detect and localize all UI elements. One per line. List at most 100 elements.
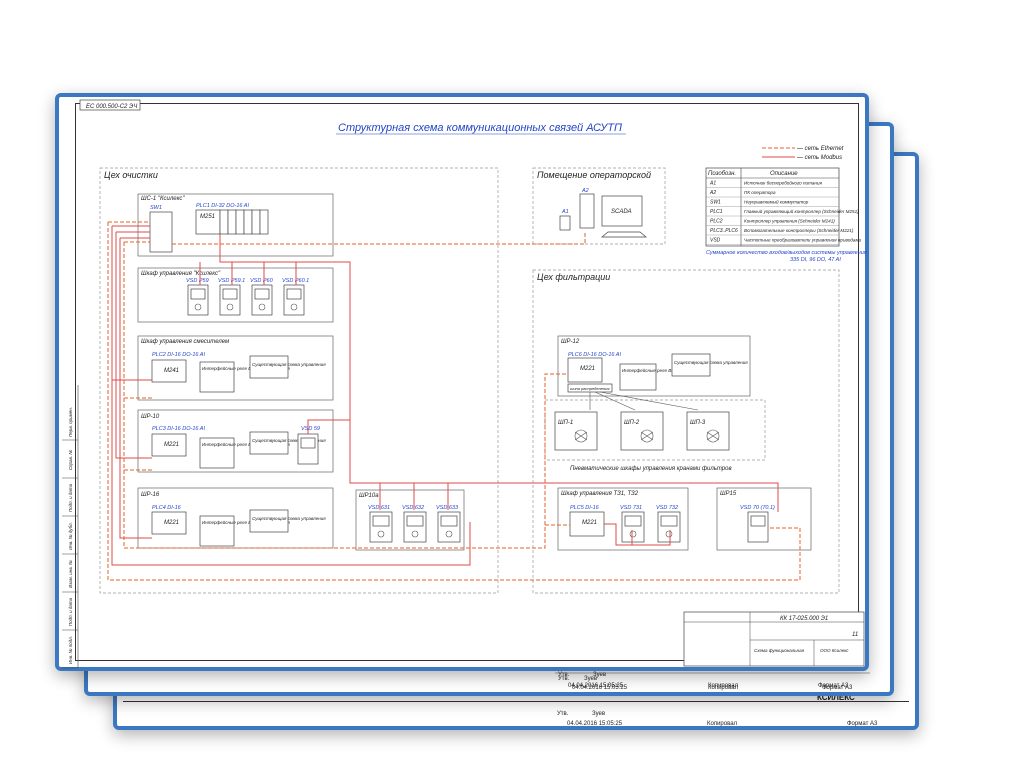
plc6-module (567, 357, 603, 383)
plc3-label: PLC3 DI-16 DO-16 AI (152, 426, 205, 432)
valve-cross (706, 431, 720, 441)
a2-label: A2 (581, 188, 589, 194)
side-label: Справ. № (68, 450, 73, 471)
vsd-last-display (750, 515, 766, 527)
vsd-label: VSD 731 (620, 505, 642, 511)
vsd-knob-icon (445, 530, 453, 538)
sheet-back-format: Формат А3 (847, 721, 878, 727)
modbus-network (111, 225, 779, 566)
vsd-last-label: VSD 70 (70.1) (740, 505, 775, 511)
title-block-bottom-row: Утв. Зуев 04.04.2016 15:05:25 Копировал … (555, 672, 870, 691)
m221-label-plc3: M221 (164, 442, 179, 448)
side-label: Перв. примен. (68, 407, 73, 437)
sheet-back-stamp-row (123, 701, 909, 720)
cabinet-shr16-label: ШР-16 (141, 492, 160, 498)
vsd-display (286, 288, 302, 300)
table-cell-pos: PLC2 (710, 219, 723, 225)
code-box (79, 99, 141, 111)
stamp-code: КК 17-025.000 Э1 (780, 616, 828, 622)
shr16-power-block (249, 509, 289, 533)
shr10-power-block (249, 431, 289, 455)
vsd-display (660, 515, 678, 527)
mixer-power-block (249, 355, 289, 379)
area-filtration-label: Цех фильтрации (537, 272, 610, 282)
table-cell-desc: Частотные преобразователи управления при… (744, 238, 862, 243)
cabinet-shr12-label: ШР-12 (561, 339, 580, 345)
mixer-power-text: Существующая схема управления (252, 362, 326, 367)
title-block-frame (683, 611, 865, 667)
cabinet-shr15-label: ШР15 (720, 491, 737, 497)
sheet-middle-date: 04.04.2016 15:05:25 (568, 683, 624, 689)
monitor-icon (601, 195, 643, 227)
plc1-label: PLC1 DI-32 DO-16 AI (196, 203, 249, 209)
table-header-desc: Описание (770, 171, 798, 177)
vsd-label: VSD P59 (186, 278, 209, 284)
table-cell-desc: Неуправляемый коммутатор (744, 199, 809, 205)
io-module-3 (235, 209, 245, 235)
sheet-back-utv: Утв. (557, 711, 569, 717)
area-filtration-outline (532, 269, 840, 594)
table-cell-desc: Главный управляющий контроллер (Schneide… (744, 208, 859, 214)
valve-cross (574, 431, 588, 441)
pneumo-cabinet (554, 411, 598, 451)
sheet-middle-person: Зуев (593, 672, 607, 678)
plc1-module (195, 209, 221, 235)
pneumo-links (589, 391, 699, 411)
table-cell-desc: Контроллер управления (Schneider M241) (744, 219, 835, 224)
vsd-label: VSD 633 (436, 505, 459, 511)
vsd-label: VSD 632 (402, 505, 424, 511)
m241-label: M241 (164, 368, 179, 374)
a1-label: A1 (561, 209, 569, 215)
side-label: Взам. инв. № (68, 560, 73, 588)
valve-icon (640, 429, 654, 443)
shr10-interface-block (199, 437, 235, 469)
summary-line-2: 335 DI, 96 DO, 47 AI (790, 257, 841, 263)
plc4-module (151, 511, 187, 535)
shr12-interface-text: Интерфейсные реле Выхода управления (622, 367, 710, 373)
area-operator-outline (532, 167, 666, 245)
shr12-power-text: Существующая схема управления (674, 360, 748, 365)
vsd-knob-icon (411, 530, 419, 538)
switch-sw1 (149, 211, 173, 253)
valve-icon (706, 429, 720, 443)
vsd59-label: VSD 59 (301, 426, 320, 432)
hub-label: шина распределения (570, 386, 610, 391)
plc5-label: PLC5 DI-16 (570, 505, 600, 511)
shr16-interface-block (199, 515, 235, 547)
vsd-display (440, 515, 458, 527)
table-cell-pos: PLC1 (710, 209, 723, 215)
plc5-module (569, 511, 605, 537)
m221-label-plc6: M221 (580, 366, 595, 372)
summary-line-1: Суммарное количество входов/выходов сист… (706, 250, 867, 256)
sheet-back-company: КСИЛЕКС (817, 693, 855, 702)
cabinet-tz-label: Шкаф управления ТЗ1, ТЗ2 (561, 491, 639, 497)
valve-cross (640, 431, 654, 441)
stamp-kopir: Копировал (708, 685, 739, 691)
vsd59-display (300, 437, 316, 449)
area-cleaning-label: Цех очистки (104, 170, 158, 180)
cabinet-shr10-label: ШР-10 (141, 414, 160, 420)
vsd-display (222, 288, 238, 300)
ups-icon (559, 215, 571, 231)
pc-tower-icon (579, 193, 595, 229)
diagram-title: Структурная схема коммуникационных связе… (338, 122, 622, 134)
side-label: Подп. и дата (68, 483, 73, 512)
table-cell-desc: ПК оператора (744, 190, 776, 195)
legend-ethernet: — сеть Ethernet (796, 146, 844, 152)
vsd-knob-icon (629, 530, 637, 538)
table-cell-desc: Вспомогательные контроллеры (Schneider M… (744, 228, 854, 233)
pneumo-caption: Пневматические шкафы управления кранами … (570, 466, 732, 472)
legend-modbus: — сеть Modbus (796, 155, 842, 161)
side-label: Инв. № дубл. (68, 522, 73, 550)
plc2-module (151, 359, 187, 383)
vsd-knob-icon (226, 303, 234, 311)
sw1-label: SW1 (150, 205, 162, 211)
plc3-module (151, 433, 187, 457)
keyboard-icon (601, 231, 647, 238)
table-header-pos: Позобозн. (708, 171, 736, 177)
table-cell-pos: A1 (709, 181, 716, 187)
vsd-display (190, 288, 206, 300)
stamp-org: ООО Ксилекс (820, 648, 849, 653)
stamp-person: Зуев (584, 676, 597, 682)
